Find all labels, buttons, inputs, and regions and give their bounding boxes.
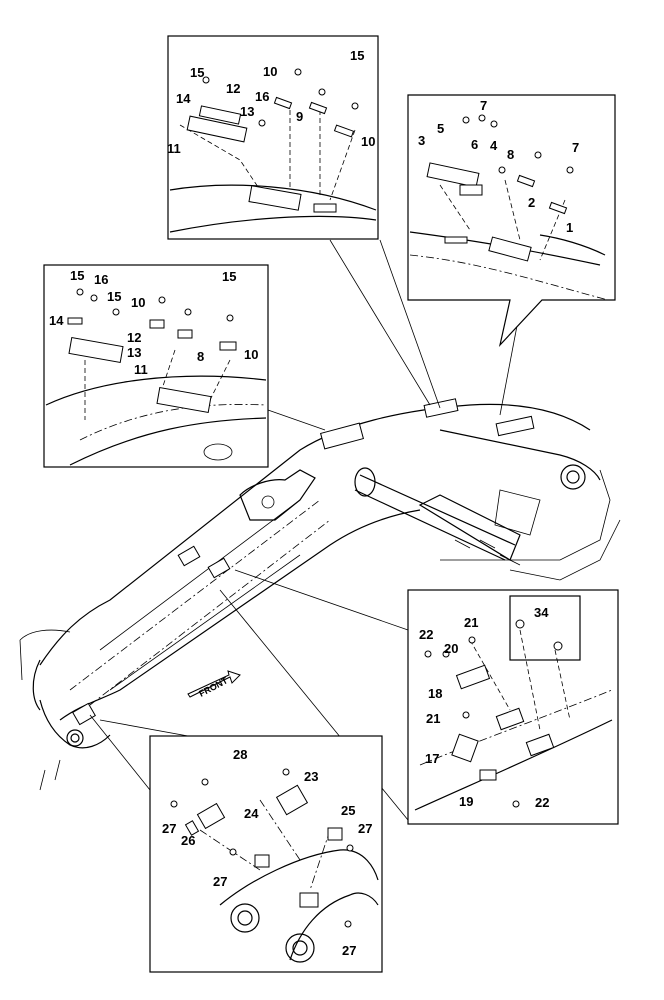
callout-12: 12 [226, 81, 240, 96]
callout-14: 14 [49, 313, 64, 328]
callout-15: 15 [70, 268, 84, 283]
callout-24: 24 [244, 806, 259, 821]
callout-7: 7 [572, 140, 579, 155]
callout-15: 15 [350, 48, 364, 63]
detail-box-upper-right [407, 94, 616, 348]
callout-8: 8 [507, 147, 514, 162]
callout-27: 27 [342, 943, 356, 958]
callout-27: 27 [213, 874, 227, 889]
callouts: 15 10 15 14 12 16 13 9 11 10 7 5 3 6 4 8… [49, 48, 579, 958]
callout-28: 28 [233, 747, 247, 762]
callout-13: 13 [127, 345, 141, 360]
callout-15: 15 [222, 269, 236, 284]
callout-15: 15 [107, 289, 121, 304]
callout-10: 10 [244, 347, 258, 362]
callout-26: 26 [181, 833, 195, 848]
callout-6: 6 [471, 137, 478, 152]
callout-11: 11 [167, 141, 181, 156]
callout-5: 5 [437, 121, 444, 136]
callout-11: 11 [134, 362, 148, 377]
callout-10: 10 [263, 64, 277, 79]
detail-box-left [43, 264, 269, 468]
callout-10: 10 [131, 295, 145, 310]
callout-2: 2 [528, 195, 535, 210]
callout-15: 15 [190, 65, 204, 80]
callout-21: 21 [426, 711, 440, 726]
callout-3: 3 [418, 133, 425, 148]
detail-box-bottom [149, 735, 383, 973]
callout-17: 17 [425, 751, 439, 766]
callout-34: 34 [534, 605, 549, 620]
callout-7: 7 [480, 98, 487, 113]
detail-box-lower-right [407, 589, 619, 825]
callout-19: 19 [459, 794, 473, 809]
callout-22: 22 [535, 795, 549, 810]
callout-16: 16 [94, 272, 108, 287]
callout-20: 20 [444, 641, 458, 656]
detail-box-top [167, 35, 379, 240]
callout-13: 13 [240, 104, 254, 119]
callout-23: 23 [304, 769, 318, 784]
callout-10: 10 [361, 134, 375, 149]
callout-25: 25 [341, 803, 355, 818]
boom-assembly [19, 398, 621, 791]
front-arrow-icon: FRONT [187, 670, 241, 699]
callout-1: 1 [566, 220, 573, 235]
callout-27: 27 [358, 821, 372, 836]
callout-4: 4 [490, 138, 498, 153]
callout-21: 21 [464, 615, 478, 630]
callout-22: 22 [419, 627, 433, 642]
callout-16: 16 [255, 89, 269, 104]
callout-27: 27 [162, 821, 176, 836]
callout-8: 8 [197, 349, 204, 364]
callout-9: 9 [296, 109, 303, 124]
front-label: FRONT [197, 675, 230, 699]
callout-14: 14 [176, 91, 191, 106]
callout-12: 12 [127, 330, 141, 345]
callout-18: 18 [428, 686, 442, 701]
